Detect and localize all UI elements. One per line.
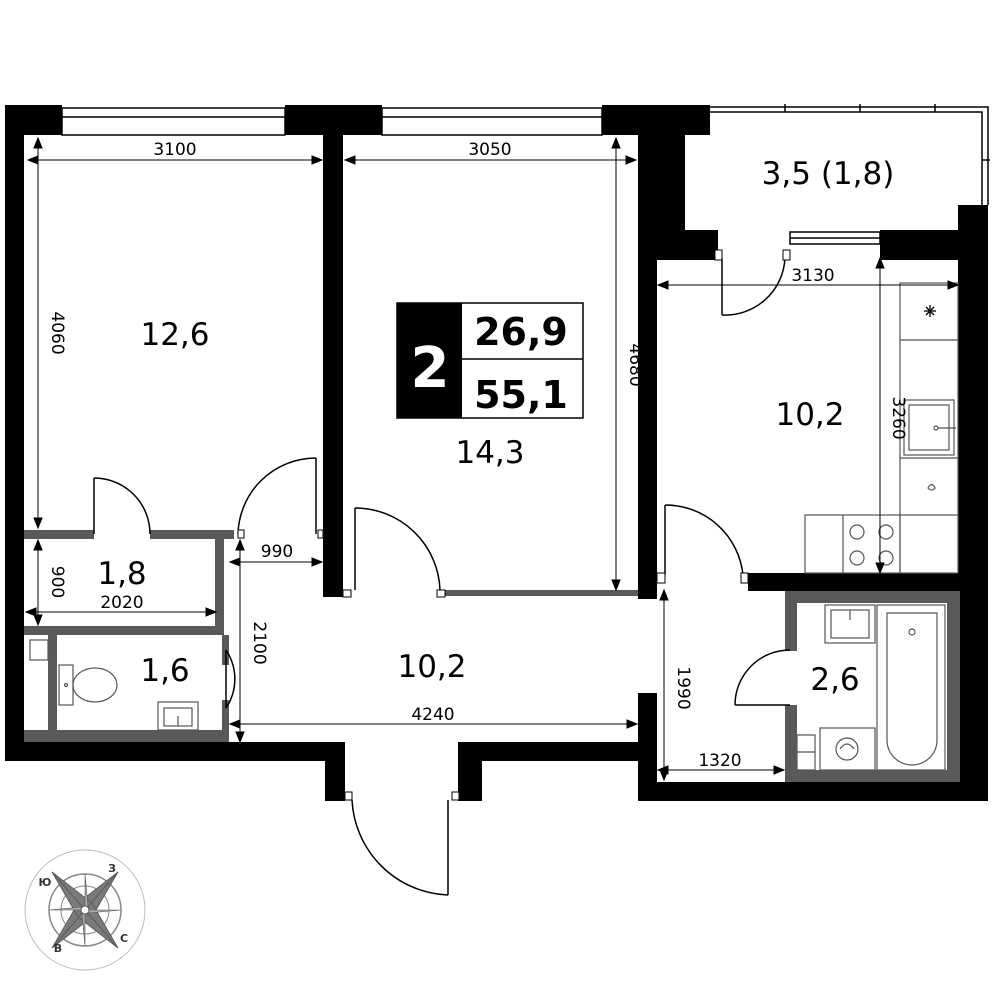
area-badge: 2 26,9 55,1 [396,302,584,419]
stove-icon [849,524,894,566]
bathroom-sink-icon [824,604,876,644]
room-count: 2 [411,336,450,401]
room-area-bedroom: 12,6 [140,317,209,353]
room-area-closet: 1,8 [97,556,146,592]
dim-living-length: 4680 [625,343,645,386]
toilet-sink-icon [157,701,199,731]
shaft-icon [29,639,816,771]
toilet-icon [58,664,118,706]
dim-corridor-length: 1990 [673,666,693,709]
door-jambs [237,249,791,801]
dim-bedroom-width: 3100 [153,140,196,160]
compass-west: З [108,862,116,875]
fridge-icon [924,305,936,317]
sink-icon [903,399,956,491]
dim-closet-length: 900 [47,566,67,598]
room-labels: 12,6 14,3 10,2 10,2 3,5 (1,8) 1,8 1,6 2,… [97,156,894,698]
washing-machine-icon [819,727,876,771]
dim-toilet-length: 2100 [249,621,269,664]
room-area-living: 14,3 [455,435,524,471]
dim-living-width: 3050 [468,140,511,160]
room-area-bathroom: 2,6 [810,662,859,698]
living-area: 26,9 [474,310,568,354]
dim-closet-width: 2020 [100,593,143,613]
dimension-labels: 3100 4060 3050 4680 3130 3260 900 2020 9… [47,140,908,771]
compass-rose-icon: С Ю В З [24,849,146,971]
dim-kitchen-width: 3130 [791,266,834,286]
balcony-railing [710,104,990,205]
compass-east: В [54,942,62,955]
dim-bedroom-length: 4060 [47,311,67,354]
room-area-hallway: 10,2 [397,649,466,685]
room-area-kitchen: 10,2 [775,397,844,433]
compass-south: Ю [39,876,52,889]
compass-north: С [120,932,128,945]
room-area-toilet: 1,6 [140,653,189,689]
exterior-walls [5,105,988,801]
dim-corridor-width: 1320 [698,751,741,771]
door-swings [93,257,791,896]
dimension-lines [24,136,960,782]
dim-hall-width: 4240 [411,705,454,725]
windows [61,107,881,245]
interior-partitions [24,530,960,782]
dim-kitchen-length: 3260 [888,396,908,439]
room-area-balcony: 3,5 (1,8) [762,156,895,192]
total-area: 55,1 [474,373,568,417]
kitchen-counter [804,282,959,574]
dim-door-gap: 990 [261,542,293,562]
bathtub-icon [876,604,946,771]
